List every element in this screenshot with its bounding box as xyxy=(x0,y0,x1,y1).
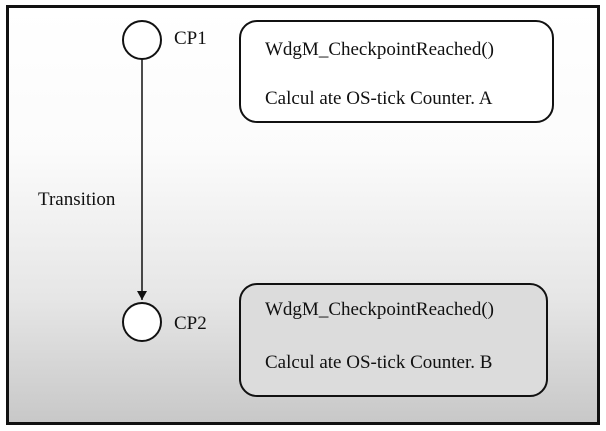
checkpoint-1-action: Calcul ate OS-tick Counter. A xyxy=(265,88,493,109)
transition-label: Transition xyxy=(38,189,116,210)
checkpoint-1-node xyxy=(122,20,162,60)
checkpoint-2-function: WdgM_CheckpointReached() xyxy=(265,299,494,320)
checkpoint-1-box: WdgM_CheckpointReached() Calcul ate OS-t… xyxy=(239,20,554,123)
checkpoint-2-action: Calcul ate OS-tick Counter. B xyxy=(265,352,493,373)
checkpoint-2-box: WdgM_CheckpointReached() Calcul ate OS-t… xyxy=(239,283,548,397)
checkpoint-2-node xyxy=(122,302,162,342)
checkpoint-2-label: CP2 xyxy=(174,313,207,334)
checkpoint-1-function: WdgM_CheckpointReached() xyxy=(265,39,494,60)
checkpoint-1-label: CP1 xyxy=(174,28,207,49)
